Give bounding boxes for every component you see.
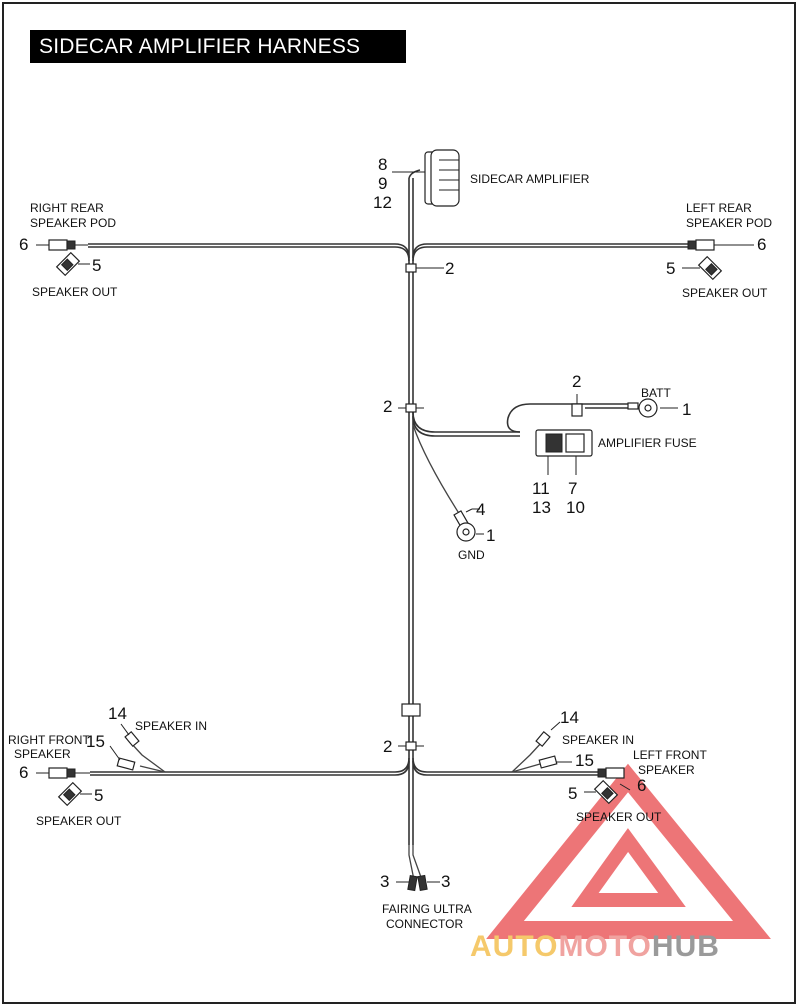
left-rear-speaker-pod-label-line2: SPEAKER POD xyxy=(686,216,773,230)
right-front-speaker-connector xyxy=(36,767,92,807)
diagram-title: SIDECAR AMPLIFIER HARNESS xyxy=(30,30,406,63)
callout-13: 13 xyxy=(532,498,551,517)
left-rear-speaker-pod-label-line1: LEFT REAR xyxy=(686,201,752,215)
callout-5-right-front: 5 xyxy=(94,786,104,805)
watermark-logo xyxy=(486,763,771,939)
watermark-auto: AUTO xyxy=(470,930,559,963)
fairing-ultra-label-line2: CONNECTOR xyxy=(386,917,464,931)
callout-15-left: 15 xyxy=(575,751,594,770)
right-front-speaker-label-line1: RIGHT FRONT xyxy=(8,733,90,747)
callout-8: 8 xyxy=(378,155,388,174)
callout-6-right-rear: 6 xyxy=(19,235,29,254)
gnd-label: GND xyxy=(458,548,485,562)
left-speaker-in-label: SPEAKER IN xyxy=(562,733,635,747)
callout-6-left-rear: 6 xyxy=(757,235,767,254)
right-speaker-in-label: SPEAKER IN xyxy=(135,719,208,733)
callout-1-gnd: 1 xyxy=(486,526,496,545)
right-rear-speaker-pod-label-line1: RIGHT REAR xyxy=(30,201,104,215)
right-front-speaker-in xyxy=(109,723,166,773)
right-front-speaker-label-line2: SPEAKER xyxy=(14,747,71,761)
left-front-speaker-out-label: SPEAKER OUT xyxy=(576,810,662,824)
fairing-wires xyxy=(408,845,423,881)
callout-1-batt: 1 xyxy=(682,400,692,419)
watermark-hub: HUB xyxy=(651,930,720,963)
fairing-ultra-terminals xyxy=(396,874,440,892)
callout-6-right-front: 6 xyxy=(19,763,29,782)
right-rear-speaker-pod-label-line2: SPEAKER POD xyxy=(30,216,117,230)
callout-5-right-rear: 5 xyxy=(92,256,102,275)
callout-5-left-front: 5 xyxy=(568,784,578,803)
callout-10: 10 xyxy=(566,498,585,517)
callout-12: 12 xyxy=(373,193,392,212)
amplifier-fuse-holder xyxy=(535,394,593,475)
right-front-speaker-out-label: SPEAKER OUT xyxy=(36,814,122,828)
front-branch-wire xyxy=(90,757,598,776)
callout-7: 7 xyxy=(568,479,578,498)
right-rear-speaker-out-label: SPEAKER OUT xyxy=(32,285,118,299)
harness-clip-lower xyxy=(405,741,424,751)
battery-ring-terminal xyxy=(627,398,678,418)
harness-clip-middle xyxy=(405,403,424,413)
fuse-branch-wire xyxy=(412,403,628,437)
watermark-moto: MOTO xyxy=(558,930,652,963)
left-front-speaker-label-line1: LEFT FRONT xyxy=(633,748,707,762)
callout-3-right: 3 xyxy=(441,872,451,891)
fairing-ultra-label-line1: FAIRING ULTRA xyxy=(382,902,472,916)
left-front-speaker-in xyxy=(511,721,572,773)
callout-5-left-rear: 5 xyxy=(666,259,676,278)
left-rear-speaker-connector xyxy=(682,239,754,281)
left-rear-speaker-out-label: SPEAKER OUT xyxy=(682,286,768,300)
callout-2-fuse: 2 xyxy=(572,372,582,391)
callout-9: 9 xyxy=(378,174,388,193)
callout-14-left: 14 xyxy=(560,708,579,727)
ground-ring-terminal xyxy=(453,508,484,542)
callout-4: 4 xyxy=(476,500,486,519)
callout-3-left: 3 xyxy=(380,872,390,891)
callout-2-lower: 2 xyxy=(383,737,393,756)
harness-tape-block xyxy=(401,703,421,717)
callout-14-right: 14 xyxy=(108,704,127,723)
right-rear-speaker-connector xyxy=(36,239,90,277)
ground-wire xyxy=(412,424,461,516)
sidecar-amplifier-connector xyxy=(424,149,460,207)
callout-11: 11 xyxy=(532,479,550,498)
rear-branch-wire xyxy=(88,243,688,262)
callout-2-upper: 2 xyxy=(445,259,455,278)
amplifier-fuse-label: AMPLIFIER FUSE xyxy=(598,436,697,450)
callout-6-left-front: 6 xyxy=(637,776,647,795)
harness-clip-upper xyxy=(405,263,426,273)
sidecar-amplifier-label: SIDECAR AMPLIFIER xyxy=(470,172,590,186)
main-trunk xyxy=(392,169,425,845)
left-front-speaker-label-line2: SPEAKER xyxy=(638,763,695,777)
watermark-text: AUTOMOTOHUB xyxy=(470,930,720,964)
callout-2-middle: 2 xyxy=(383,397,393,416)
batt-label: BATT xyxy=(641,386,671,400)
left-front-speaker-connector xyxy=(584,767,631,805)
callout-15-right: 15 xyxy=(86,732,105,751)
